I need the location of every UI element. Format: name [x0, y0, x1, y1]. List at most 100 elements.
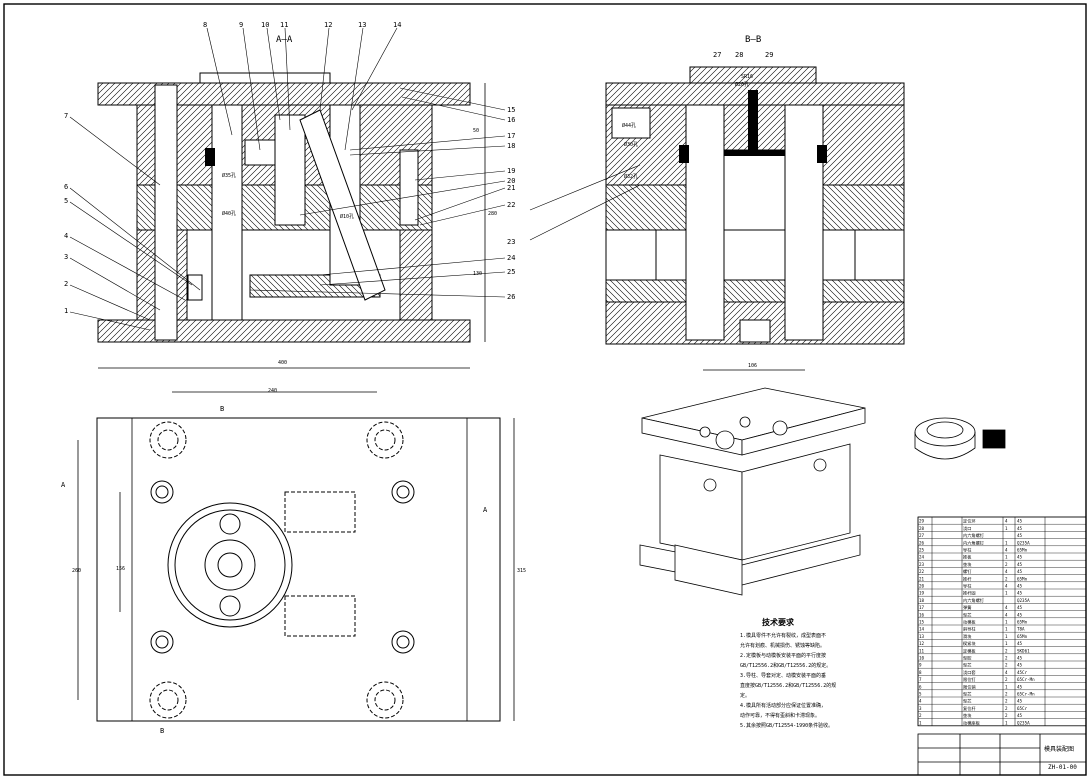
callout-17: 17: [507, 132, 515, 140]
bom-cell-no: 7: [919, 677, 922, 682]
bom-cell-mat: 45: [1017, 591, 1023, 596]
bom-cell-no: 22: [919, 569, 925, 574]
bom-cell-no: 10: [919, 656, 925, 661]
bom-cell-no: 13: [919, 634, 925, 639]
dim-aa-top: 50: [473, 128, 479, 134]
bom-cell-qty: 2: [1005, 706, 1008, 711]
bom-cell-no: 6: [919, 684, 922, 689]
bom-cell-no: 15: [919, 620, 925, 625]
bom-cell-no: 20: [919, 584, 925, 589]
bom-cell-no: 1: [919, 720, 922, 725]
bom-cell-mat: 45: [1017, 713, 1023, 718]
bom-cell-no: 16: [919, 612, 925, 617]
bom-cell-mat: 45: [1017, 641, 1023, 646]
callout-7: 7: [64, 112, 68, 120]
bom-cell-qty: 1: [1005, 526, 1008, 531]
callout-13: 13: [358, 21, 366, 29]
bom-cell-name: 内六角螺钉: [963, 532, 985, 539]
callout-27: 27: [713, 51, 721, 59]
bom-cell-qty: 2: [1005, 656, 1008, 661]
bom-cell-qty: 1: [1005, 634, 1008, 639]
bom-cell-mat: 45: [1017, 605, 1023, 610]
bom-cell-no: 8: [919, 670, 922, 675]
bom-cell-name: 复位杆: [963, 705, 976, 712]
bom-cell-qty: 2: [1005, 692, 1008, 697]
bom-cell-qty: 2: [1005, 699, 1008, 704]
section-bb-view: B—B Ø44孔 Ø30孔 Ø32孔 Ø20孔 SR16 106 27 28 2…: [529, 35, 905, 371]
tech-req-title: 技术要求: [762, 617, 795, 627]
bom-cell-no: 12: [919, 641, 925, 646]
callout-28: 28: [735, 51, 743, 59]
bom-cell-name: 导柱: [963, 547, 972, 554]
bom-cell-name: 楔紧块: [963, 640, 976, 647]
bom-cell-mat: 45: [1017, 684, 1023, 689]
callout-19: 19: [507, 167, 515, 175]
bore-label-40: Ø40孔: [222, 210, 236, 217]
bom-cell-name: 斜导柱: [963, 626, 976, 633]
bom-cell-mat: 45: [1017, 526, 1023, 531]
dim-plan-inner: 156: [116, 566, 125, 572]
bom-cell-qty: 4: [1005, 584, 1008, 589]
bom-cell-mat: 65Cr-Mn: [1017, 692, 1035, 697]
bom-cell-qty: 1: [1005, 720, 1008, 725]
bom-cell-qty: 2: [1005, 713, 1008, 718]
bom-cell-qty: 2: [1005, 663, 1008, 668]
bom-cell-mat: 65Cr-Mn: [1017, 677, 1035, 682]
tech-req-line: 直度按GB/T12556.2和GB/T12556.2的规: [740, 682, 836, 689]
bom-cell-name: 螺钉: [963, 568, 972, 575]
bom-cell-no: 2: [919, 713, 922, 718]
callout-5: 5: [64, 197, 68, 205]
bom-cell-name: 动模板: [963, 619, 976, 626]
bom-cell-qty: 2: [1005, 677, 1008, 682]
callout-20: 20: [507, 177, 515, 185]
callout-22: 22: [507, 201, 515, 209]
bom-cell-name: 限位钉: [963, 676, 976, 683]
bom-cell-name: 推杆固: [963, 590, 976, 597]
bom-cell-name: 型芯: [963, 611, 971, 617]
bom-cell-name: 滑块: [963, 633, 972, 640]
tech-req-line: 允许有划痕、机械损伤、锈蚀等缺陷。: [740, 642, 825, 649]
bore-label-44: Ø44孔: [622, 122, 636, 129]
bom-cell-name: 限位销: [963, 683, 976, 690]
bom-cell-mat: Q235A: [1017, 540, 1030, 545]
bom-cell-name: 定模板: [963, 647, 976, 654]
section-mark-a-left: A: [61, 481, 66, 489]
callout-2: 2: [64, 280, 68, 288]
bom-cell-no: 27: [919, 533, 925, 538]
bom-cell-name: 定位环: [963, 518, 976, 525]
plan-view: 240 260 156 315 A A B B: [61, 388, 526, 735]
bom-cell-mat: 45: [1017, 569, 1023, 574]
bom-cell-qty: 4: [1005, 569, 1008, 574]
bom-cell-mat: 45: [1017, 699, 1023, 704]
callout-21: 21: [507, 184, 515, 192]
bom-cell-no: 11: [919, 648, 925, 653]
bom-cell-qty: 1: [1005, 684, 1008, 689]
bom-cell-name: 型腔: [963, 655, 971, 662]
section-bb-title: B—B: [745, 35, 761, 45]
bom-cell-name: 垫块: [963, 561, 972, 568]
tech-req-line: 定。: [740, 692, 750, 699]
bom-cell-mat: 45: [1017, 584, 1023, 589]
callout-9: 9: [239, 21, 243, 29]
bom-cell-name: 推板: [963, 554, 972, 561]
callout-11: 11: [280, 21, 288, 29]
section-mark-b-bottom: B: [160, 727, 164, 735]
section-aa-view: A—A Ø35孔 Ø40孔 Ø10孔 400 280: [97, 35, 497, 369]
bom-cell-name: 导柱: [963, 583, 972, 590]
bom-cell-name: 型芯: [963, 698, 971, 704]
bore-label-30: Ø30孔: [624, 141, 638, 148]
bom-cell-name: 推杆: [963, 575, 972, 582]
bom-cell-qty: 2: [1005, 648, 1008, 653]
dim-aa-height: 280: [488, 211, 497, 217]
tech-requirements: 技术要求 1.模具零件不允许有裂纹，成型表面不 允许有划痕、机械损伤、锈蚀等缺陷…: [740, 617, 836, 729]
isometric-view: [639, 387, 866, 596]
callout-3: 3: [64, 253, 68, 261]
callout-23: 23: [507, 238, 515, 246]
bom-cell-no: 14: [919, 627, 925, 632]
bom-cell-qty: 4: [1005, 612, 1008, 617]
dim-aa-width: 400: [278, 360, 287, 366]
bom-cell-mat: 45: [1017, 519, 1023, 524]
bom-cell-name: 动模座板: [963, 719, 981, 726]
tech-req-line: 5.其余按照GB/T12554-1990条件验收。: [740, 722, 833, 729]
